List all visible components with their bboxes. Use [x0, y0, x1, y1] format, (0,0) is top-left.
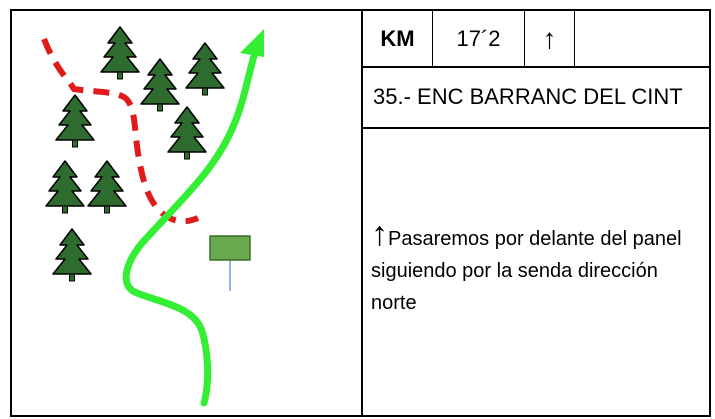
route-map [41, 26, 264, 407]
pine-tree-icon [185, 42, 225, 96]
north-arrow-icon: ↑ [371, 215, 388, 253]
divider [363, 66, 709, 68]
green-route [122, 45, 260, 407]
pine-tree-icon [100, 26, 140, 80]
pine-tree-icon [55, 94, 95, 148]
description-text: Pasaremos por delante del panel siguiend… [371, 228, 682, 314]
pine-tree-icon [167, 106, 207, 160]
map-panel [10, 9, 361, 417]
info-panel-icon [209, 235, 251, 291]
pine-tree-icon [87, 160, 127, 214]
km-value: 17´2 [433, 11, 525, 67]
pine-tree-icon [52, 228, 92, 282]
north-arrow-icon: ↑ [525, 11, 575, 67]
red-track [41, 37, 200, 225]
route-description: ↑Pasaremos por delante del panel siguien… [371, 217, 706, 319]
pine-tree-icon [140, 58, 180, 112]
info-table: KM 17´2 ↑ 35.- ENC BARRANC DEL CINT ↑Pas… [361, 9, 711, 417]
divider [363, 127, 709, 129]
stage-title: 35.- ENC BARRANC DEL CINT [373, 84, 683, 109]
pine-tree-icon [45, 160, 85, 214]
km-label: KM [363, 11, 433, 67]
route-arrow-icon [240, 29, 264, 57]
